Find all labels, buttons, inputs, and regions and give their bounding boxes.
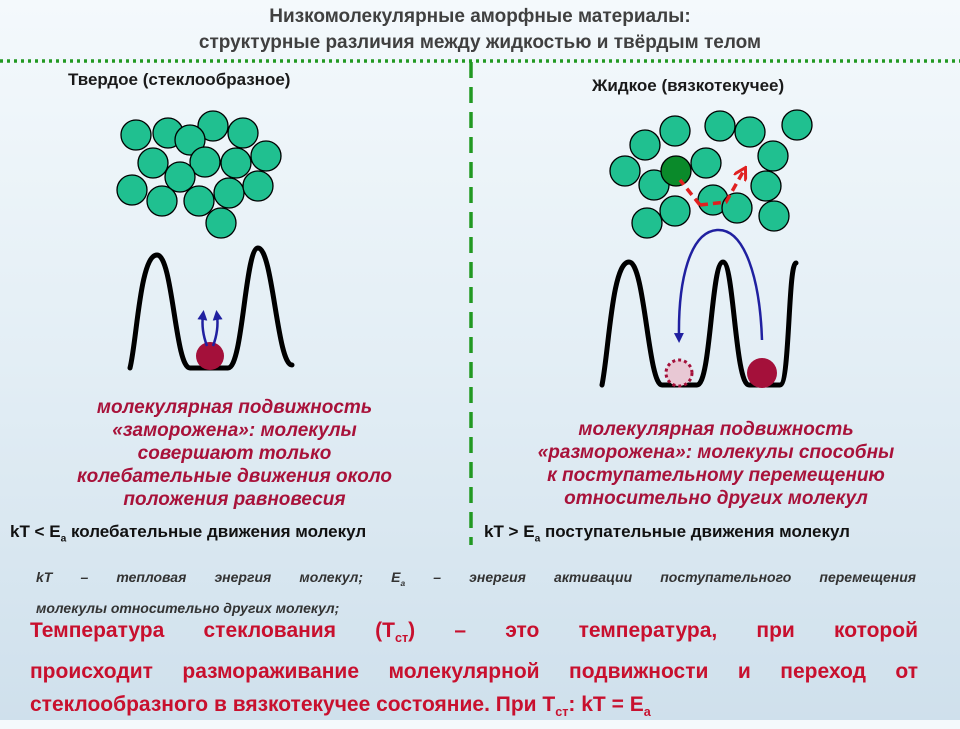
tg-text: ) – это температура, при которой bbox=[408, 619, 918, 642]
molecule bbox=[250, 140, 282, 172]
molecule bbox=[220, 147, 252, 179]
molecule bbox=[242, 170, 274, 202]
liquid-desc-line: «разморожена»: молекулы способны bbox=[537, 442, 895, 463]
translational-jump-arrow bbox=[673, 228, 764, 343]
tg-subscript: a bbox=[643, 705, 651, 720]
molecule bbox=[164, 161, 196, 193]
liquid-molecule-cluster bbox=[609, 109, 813, 239]
molecule bbox=[721, 192, 753, 224]
liquid-desc-line: к поступательному перемещению bbox=[547, 465, 885, 486]
molecule bbox=[659, 115, 691, 147]
relation-text: колебательные движения молекул bbox=[66, 522, 367, 541]
molecule bbox=[213, 177, 245, 209]
molecule bbox=[631, 207, 663, 239]
molecule bbox=[781, 109, 813, 141]
molecule bbox=[750, 170, 782, 202]
tg-subscript: ст bbox=[555, 705, 569, 720]
definition-line-2: молекулы относительно других молекул; bbox=[36, 599, 340, 616]
vibration-arrow-right bbox=[211, 310, 223, 347]
definition-text: – энергия активации поступательного пере… bbox=[405, 569, 916, 585]
tg-subscript: ст bbox=[394, 631, 409, 646]
relation-subscript: a bbox=[60, 533, 67, 545]
molecule bbox=[609, 155, 641, 187]
molecule bbox=[197, 110, 229, 142]
liquid-potential-wells-curve bbox=[599, 259, 799, 388]
molecule bbox=[757, 140, 789, 172]
solid-desc-line: «заморожена»: молекулы bbox=[112, 420, 357, 441]
title-line-2: структурные различия между жидкостью и т… bbox=[198, 32, 762, 53]
vibration-arrow-left bbox=[197, 310, 209, 347]
molecule bbox=[227, 117, 259, 149]
glass-transition-definition: Температура стеклования (Tст) – это темп… bbox=[30, 614, 918, 729]
solid-desc-line: положения равновесия bbox=[123, 489, 346, 510]
relation-text: kT < E bbox=[10, 522, 61, 541]
solid-molecule-in-well bbox=[196, 342, 224, 370]
molecule bbox=[704, 110, 736, 142]
molecule-new-position bbox=[747, 358, 777, 388]
molecule-hop-arrow-left bbox=[678, 178, 702, 207]
molecule bbox=[183, 185, 215, 217]
molecule bbox=[174, 124, 206, 156]
title-line-1: Низкомолекулярные аморфные материалы: bbox=[269, 6, 691, 27]
liquid-description: молекулярная подвижность «разморожена»: … bbox=[476, 418, 956, 510]
definition-line-1: kT – тепловая энергия молекул; Ea – энер… bbox=[36, 565, 916, 596]
slide-title: Низкомолекулярные аморфные материалы: ст… bbox=[0, 4, 960, 56]
relation-text: kT > E bbox=[484, 522, 535, 541]
molecule bbox=[734, 116, 766, 148]
solid-desc-line: колебательные движения около bbox=[77, 466, 392, 487]
molecule bbox=[690, 147, 722, 179]
molecule bbox=[629, 129, 661, 161]
tg-line-3: стеклообразного в вязкотекучее состояние… bbox=[30, 688, 918, 729]
tg-line-1: Температура стеклования (Tст) – это темп… bbox=[30, 614, 918, 655]
definition-text: kT – тепловая энергия молекул; E bbox=[36, 569, 401, 585]
solid-potential-well-curve bbox=[127, 245, 295, 371]
solid-state-header: Твердое (стеклообразное) bbox=[68, 70, 291, 89]
liquid-desc-line: молекулярная подвижность bbox=[578, 419, 854, 440]
molecule bbox=[189, 146, 221, 178]
molecule bbox=[120, 119, 152, 151]
molecule bbox=[146, 185, 178, 217]
molecule bbox=[205, 207, 237, 239]
molecule bbox=[638, 169, 670, 201]
solid-desc-line: совершают только bbox=[137, 443, 332, 464]
moving-molecule bbox=[660, 155, 692, 187]
molecule bbox=[137, 147, 169, 179]
molecule bbox=[659, 195, 691, 227]
liquid-desc-line: относительно других молекул bbox=[564, 488, 868, 509]
molecule-hop-arrow-right bbox=[699, 172, 743, 207]
molecule-previous-position bbox=[664, 358, 694, 388]
symbol-definitions: kT – тепловая энергия молекул; Ea – энер… bbox=[36, 565, 916, 621]
tg-text: стеклообразного в вязкотекучее состояние… bbox=[30, 693, 556, 717]
solid-molecule-cluster bbox=[116, 110, 282, 239]
solid-description: молекулярная подвижность «заморожена»: м… bbox=[12, 396, 457, 511]
molecule bbox=[116, 174, 148, 206]
liquid-energy-relation: kT > Ea поступательные движения молекул bbox=[484, 522, 850, 544]
tg-line-2: происходит размораживание молекулярной п… bbox=[30, 660, 918, 684]
definition-subscript: a bbox=[400, 577, 406, 588]
tg-text: Температура стеклования (T bbox=[30, 619, 395, 642]
solid-energy-relation: kT < Ea колебательные движения молекул bbox=[10, 522, 366, 544]
molecule bbox=[758, 200, 790, 232]
relation-subscript: a bbox=[534, 533, 541, 545]
relation-text: поступательные движения молекул bbox=[540, 522, 850, 541]
liquid-state-header: Жидкое (вязкотекучее) bbox=[592, 76, 785, 95]
tg-text: : kT = E bbox=[568, 693, 644, 717]
solid-desc-line: молекулярная подвижность bbox=[96, 397, 373, 418]
